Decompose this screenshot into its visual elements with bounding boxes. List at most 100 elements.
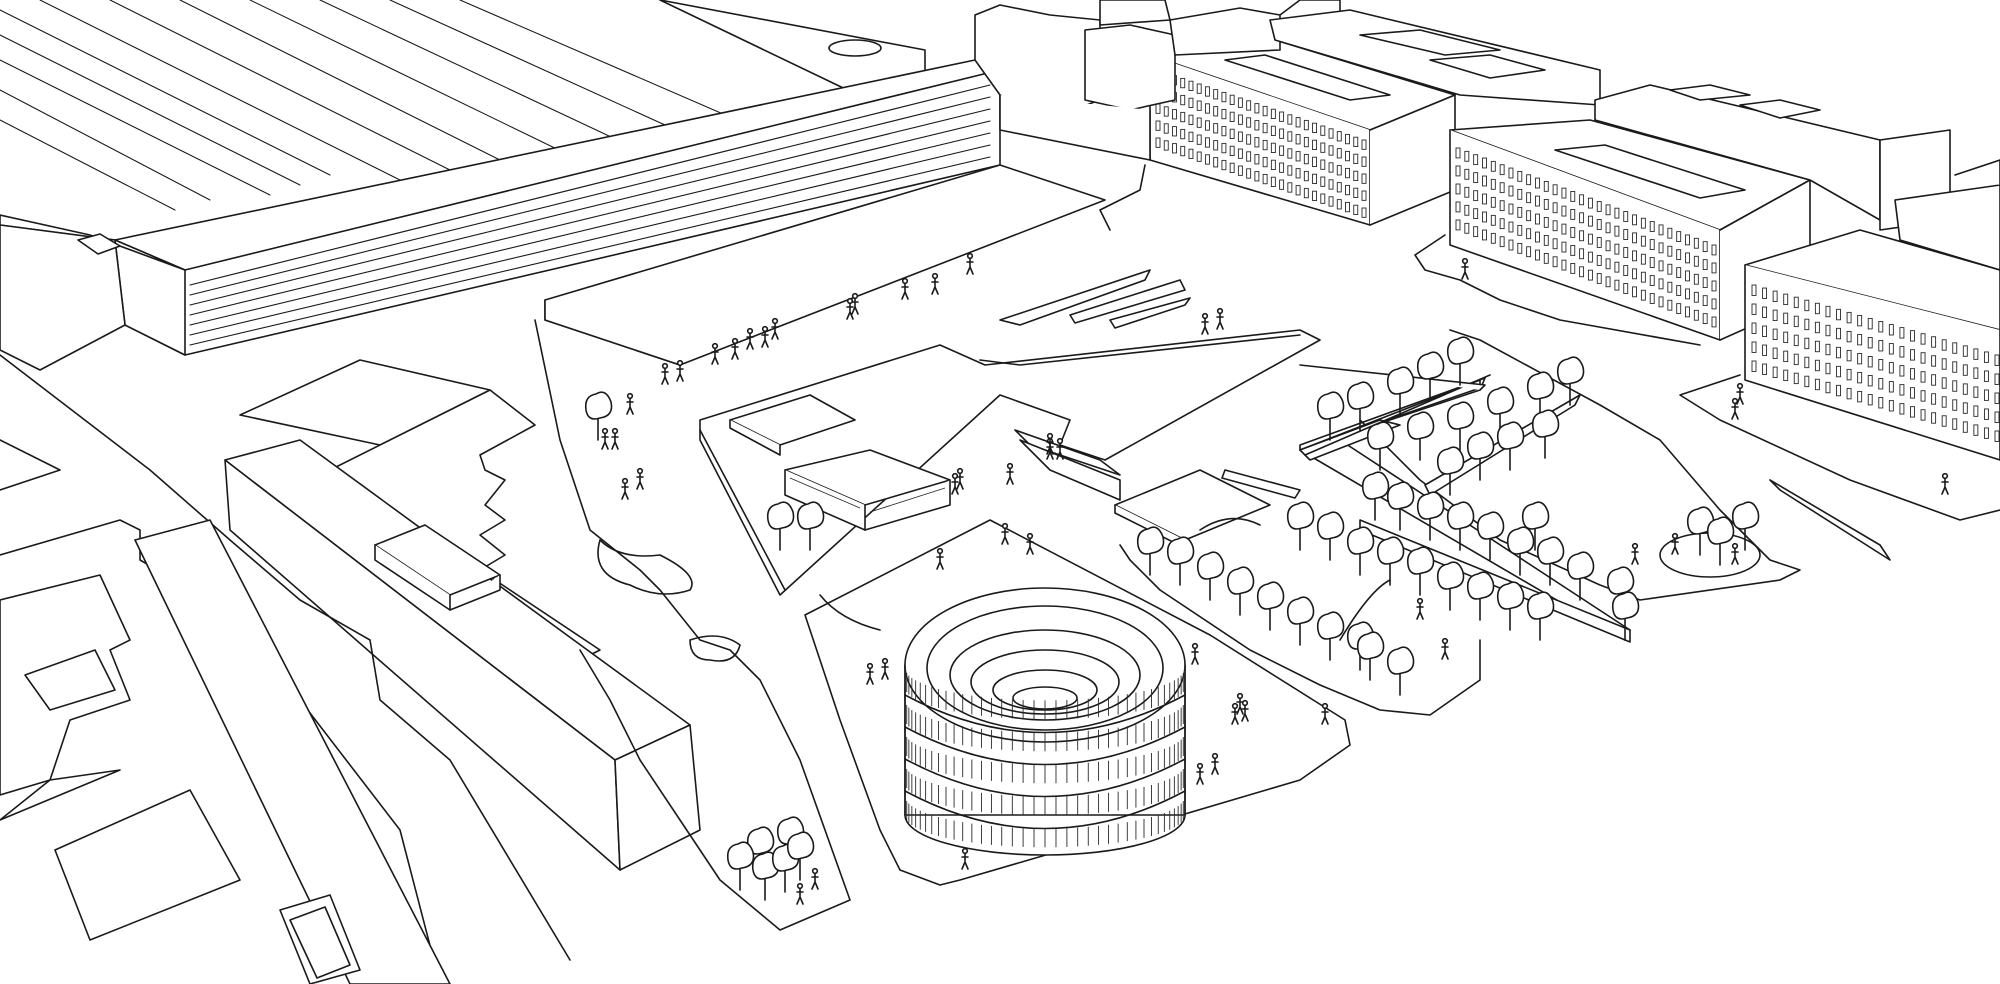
person-figure bbox=[866, 662, 874, 685]
tree bbox=[1496, 581, 1525, 631]
facade-window bbox=[1804, 375, 1810, 388]
facade-window bbox=[1702, 259, 1708, 271]
facade-window bbox=[1783, 293, 1789, 306]
facade-window bbox=[1204, 120, 1210, 131]
facade-window bbox=[1196, 100, 1202, 111]
facade-window bbox=[1221, 91, 1227, 103]
person-figure bbox=[1416, 597, 1424, 620]
facade-window bbox=[1287, 182, 1293, 193]
facade-window bbox=[1336, 199, 1342, 210]
facade-window bbox=[1693, 255, 1699, 267]
tree bbox=[1356, 631, 1385, 681]
facade-window bbox=[1614, 225, 1620, 237]
person-figure bbox=[1731, 542, 1739, 565]
facade-window bbox=[1287, 114, 1293, 125]
facade-window bbox=[1517, 206, 1523, 218]
palazzo-far-right bbox=[1744, 229, 2000, 461]
tree bbox=[1316, 611, 1345, 661]
facade-window bbox=[1336, 182, 1342, 193]
person-figure bbox=[931, 272, 939, 295]
facade-window bbox=[1246, 117, 1252, 128]
facade-window bbox=[1825, 343, 1831, 356]
person-figure bbox=[676, 359, 684, 382]
facade-window bbox=[1772, 328, 1778, 340]
tree bbox=[1466, 571, 1495, 621]
facade-window bbox=[1534, 231, 1540, 243]
facade-window bbox=[1676, 249, 1682, 260]
facade-window bbox=[1658, 260, 1664, 272]
facade-window bbox=[1952, 361, 1958, 373]
person-figure bbox=[1236, 692, 1244, 715]
person-figure bbox=[1631, 542, 1639, 565]
facade-window bbox=[1163, 123, 1169, 134]
facade-window bbox=[1910, 330, 1915, 342]
facade-window bbox=[1983, 408, 1989, 420]
facade-window bbox=[1517, 170, 1523, 182]
tree bbox=[1316, 391, 1345, 441]
palazzo-center bbox=[1149, 39, 1456, 226]
facade-window bbox=[1952, 342, 1958, 354]
facade-window bbox=[1262, 156, 1268, 168]
facade-window bbox=[1676, 267, 1682, 278]
person-figure bbox=[1671, 532, 1679, 555]
facade-window bbox=[1693, 273, 1699, 285]
facade-window bbox=[1751, 303, 1757, 315]
facade-window bbox=[1172, 143, 1177, 154]
tree bbox=[1416, 351, 1445, 401]
facade-window bbox=[1846, 330, 1852, 343]
facade-window bbox=[1783, 350, 1789, 363]
facade-window bbox=[1295, 151, 1301, 162]
facade-window bbox=[1857, 314, 1863, 327]
facade-window bbox=[1455, 165, 1461, 177]
facade-window bbox=[1163, 106, 1169, 117]
facade-window bbox=[1336, 165, 1342, 176]
facade-window bbox=[1605, 276, 1611, 288]
person-figure bbox=[731, 337, 739, 360]
tree bbox=[1521, 501, 1550, 551]
tree bbox=[1316, 511, 1345, 561]
tree bbox=[1366, 421, 1395, 471]
person-figure bbox=[1026, 532, 1034, 555]
facade-window bbox=[1455, 183, 1461, 195]
facade-window bbox=[1246, 100, 1252, 111]
facade-window bbox=[1931, 374, 1937, 386]
person-figure bbox=[636, 467, 644, 490]
facade-window bbox=[1213, 140, 1219, 151]
trees bbox=[584, 336, 1760, 901]
facade-window bbox=[1237, 131, 1243, 142]
facade-window bbox=[1254, 171, 1260, 182]
facade-window bbox=[1962, 421, 1968, 433]
facade-window bbox=[1303, 187, 1309, 199]
person-figure bbox=[1196, 762, 1204, 785]
facade-window bbox=[1649, 293, 1655, 304]
facade-window bbox=[1543, 234, 1549, 246]
facade-window bbox=[1320, 176, 1326, 187]
facade-window bbox=[1931, 336, 1937, 348]
facade-window bbox=[1596, 237, 1602, 248]
person-figure bbox=[1241, 699, 1249, 722]
facade-window bbox=[1587, 251, 1593, 263]
person-figure bbox=[1941, 472, 1949, 495]
tree bbox=[1346, 526, 1375, 576]
facade-window bbox=[1570, 263, 1576, 274]
tree bbox=[1496, 421, 1525, 471]
facade-window bbox=[1888, 324, 1894, 336]
facade-window bbox=[1262, 105, 1268, 117]
facade-window bbox=[1295, 185, 1301, 196]
person-figure bbox=[711, 342, 719, 365]
facade-window bbox=[1836, 346, 1841, 359]
tree bbox=[1406, 411, 1435, 461]
facade-window bbox=[1587, 269, 1593, 281]
facade-window bbox=[1570, 245, 1576, 256]
facade-window bbox=[1473, 154, 1479, 166]
facade-window bbox=[1888, 400, 1894, 412]
tree bbox=[1611, 591, 1640, 641]
facade-window bbox=[1204, 86, 1210, 97]
facade-window bbox=[1579, 230, 1585, 242]
facade-window bbox=[1552, 256, 1558, 268]
facade-window bbox=[1270, 125, 1276, 136]
person-figure bbox=[611, 427, 619, 450]
bus-shelters bbox=[999, 269, 1191, 501]
long-slab-building bbox=[224, 439, 701, 871]
facade-window bbox=[1994, 354, 2000, 366]
